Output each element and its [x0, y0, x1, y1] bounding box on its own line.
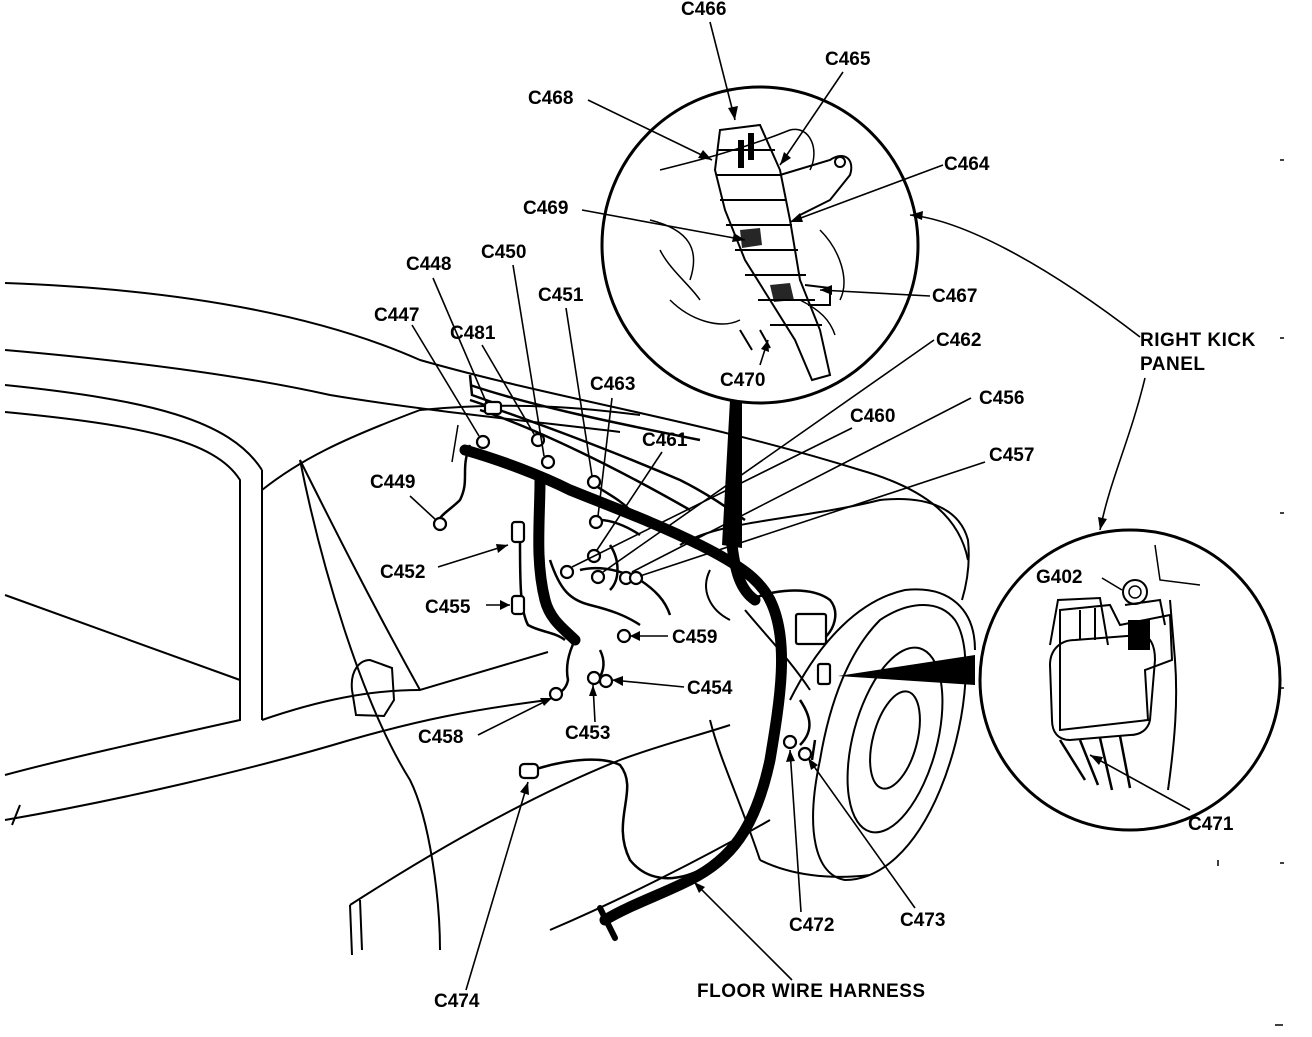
connector-c454 — [598, 673, 614, 689]
label-c449: C449 — [370, 472, 415, 493]
label-c465: C465 — [825, 49, 871, 70]
label-c456: C456 — [979, 388, 1024, 409]
label-c450: C450 — [481, 242, 526, 263]
label-floor-wire-harness: FLOOR WIRE HARNESS — [697, 981, 926, 1002]
label-c455: C455 — [425, 597, 471, 618]
connector-kick-panel — [794, 612, 828, 646]
label-c451: C451 — [538, 285, 584, 306]
connector-c472 — [782, 734, 798, 750]
label-right-kick-panel-line1: RIGHT KICK — [1140, 330, 1256, 351]
label-c470: C470 — [720, 370, 765, 391]
connector-c473 — [797, 746, 813, 762]
connectors — [432, 400, 832, 780]
connector-c474 — [518, 762, 540, 780]
right-detail-inset — [838, 528, 1282, 832]
connector-c455 — [510, 594, 526, 616]
connector-c449 — [432, 516, 448, 532]
label-c460: C460 — [850, 406, 895, 427]
connector-c451 — [586, 474, 602, 490]
label-c474: C474 — [434, 991, 480, 1012]
main-wire-harness — [436, 374, 837, 941]
label-c472: C472 — [789, 915, 834, 936]
upper-detail-inset — [600, 85, 920, 405]
connector-c471-location — [816, 662, 832, 686]
label-c458: C458 — [418, 727, 463, 748]
connector-c450 — [540, 454, 556, 470]
label-c447: C447 — [374, 305, 419, 326]
label-c468: C468 — [528, 88, 573, 109]
label-c448: C448 — [406, 254, 451, 275]
label-c471: C471 — [1188, 814, 1234, 835]
label-c463: C463 — [590, 374, 635, 395]
label-right-kick-panel-line2: PANEL — [1140, 354, 1205, 375]
connector-c447 — [475, 434, 491, 450]
connector-c453 — [586, 670, 602, 686]
label-c464: C464 — [944, 154, 990, 175]
connector-c460 — [559, 564, 575, 580]
label-c453: C453 — [565, 723, 610, 744]
connector-c452 — [510, 520, 526, 544]
label-g402: G402 — [1036, 567, 1082, 588]
label-c466: C466 — [681, 0, 726, 20]
label-c454: C454 — [687, 678, 733, 699]
label-c467: C467 — [932, 286, 977, 307]
connector-c462 — [590, 569, 606, 585]
label-c481: C481 — [450, 323, 496, 344]
connector-c457 — [628, 570, 644, 586]
label-c457: C457 — [989, 445, 1034, 466]
label-c462: C462 — [936, 330, 981, 351]
label-c461: C461 — [642, 430, 688, 451]
connector-c448 — [483, 400, 503, 416]
connector-c458 — [548, 686, 564, 702]
connector-c459 — [616, 628, 632, 644]
connector-c463 — [588, 514, 604, 530]
label-c473: C473 — [900, 910, 945, 931]
leader-lines — [409, 21, 1191, 991]
label-c459: C459 — [672, 627, 717, 648]
label-c469: C469 — [523, 198, 568, 219]
vehicle-body-outline — [4, 159, 1284, 1026]
label-c452: C452 — [380, 562, 425, 583]
labels: C466 C465 C468 C464 C469 C467 C470 C462 … — [370, 0, 1256, 1012]
